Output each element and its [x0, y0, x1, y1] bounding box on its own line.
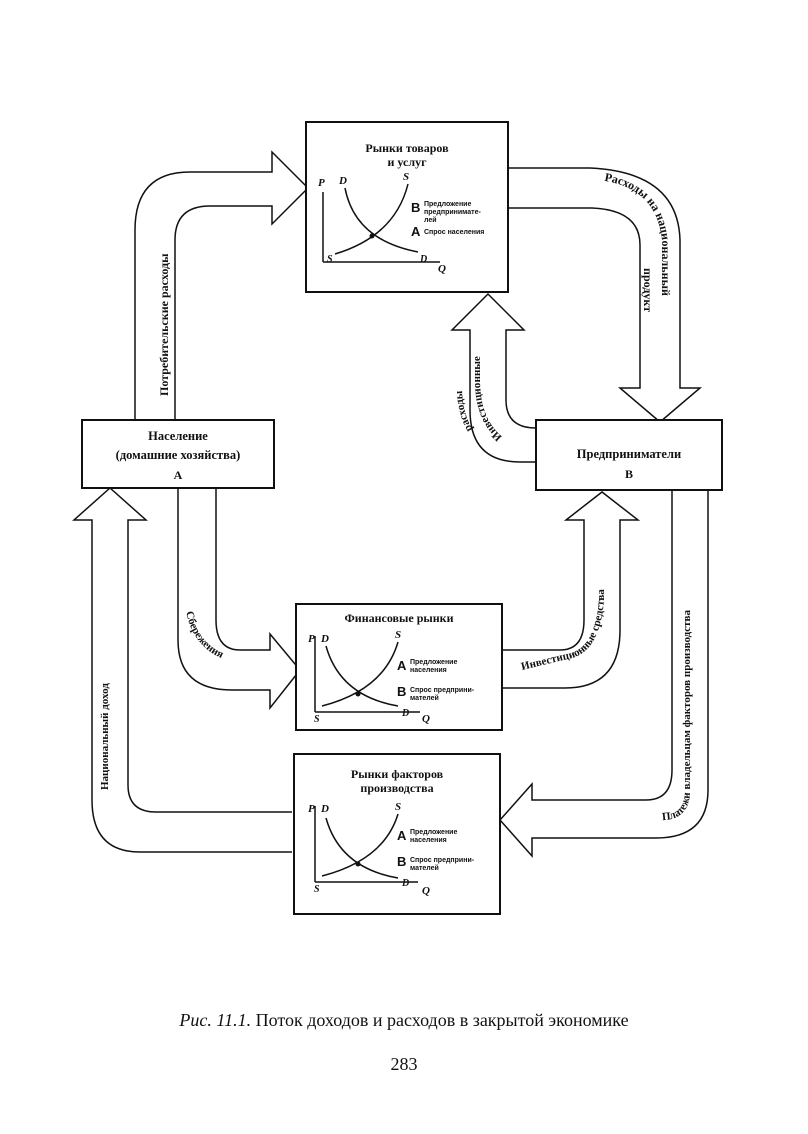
investment-spending-arrow	[450, 292, 537, 463]
consumer-spending-label: Потребительские расходы	[157, 253, 171, 396]
demand-curve	[344, 187, 419, 253]
national-product-spending-arrow	[508, 167, 703, 423]
demand-text-2: мателей	[410, 694, 439, 702]
demand-text-1: Спрос предприни-	[410, 687, 475, 694]
axis-p-label: P	[308, 633, 315, 645]
axis-q-label: Q	[422, 713, 430, 725]
supply-text-2: населения	[410, 667, 447, 674]
demand-label-bottom: D	[419, 254, 427, 265]
factor-market-title-1: Рынки факторов	[351, 767, 444, 781]
national-product-spending-label-2: продукт	[641, 268, 655, 312]
demand-label-top: D	[338, 175, 347, 187]
supply-curve	[334, 183, 409, 255]
firms-box	[535, 419, 723, 491]
financial-market-title: Финансовые рынки	[344, 611, 453, 625]
national-income-label: Национальный доход	[99, 683, 111, 790]
factor-market-box	[293, 753, 501, 915]
letter-b: B	[411, 200, 420, 215]
equilibrium-point	[355, 861, 361, 867]
axis-p-label: P	[318, 177, 325, 189]
supply-curve	[321, 641, 399, 707]
goods-market-title-1: Рынки товаров	[365, 141, 449, 155]
goods-market-title-2: и услуг	[387, 155, 427, 169]
demand-text-2: мателей	[410, 864, 439, 872]
demand-curve	[325, 645, 399, 707]
equilibrium-point	[355, 691, 361, 697]
supply-text-2: предпринимате-	[424, 209, 481, 216]
letter-a: A	[411, 224, 421, 239]
supply-text-3: лей	[424, 216, 437, 224]
equilibrium-point	[369, 233, 375, 239]
investment-funds-arrow	[500, 491, 641, 689]
financial-market-box	[295, 603, 503, 731]
demand-text: Спрос населения	[424, 229, 484, 236]
supply-label-top: S	[395, 801, 401, 813]
axis-q-label: Q	[422, 885, 430, 897]
financial-market-chart: Финансовые рынки P Q D S S D A Предложен…	[308, 611, 475, 725]
goods-market-chart: Рынки товаров и услуг P Q D S S D B Пред…	[318, 141, 484, 275]
demand-label-top: D	[320, 633, 329, 645]
goods-market-box	[305, 121, 509, 293]
households-box	[81, 419, 275, 489]
supply-text-1: Предложение	[410, 659, 457, 666]
supply-text-1: Предложение	[410, 829, 457, 836]
demand-label-bottom: D	[401, 878, 409, 889]
households-title-2: (домашние хозяйства)	[116, 448, 241, 462]
factor-payments-arrow	[498, 490, 709, 858]
figure-caption: Рис. 11.1. Поток доходов и расходов в за…	[0, 1010, 808, 1031]
firms-title: Предприниматели	[577, 447, 681, 461]
letter-b: B	[397, 854, 406, 869]
factor-market-chart: Рынки факторов производства P Q D S S D …	[308, 767, 475, 897]
axis-p-label: P	[308, 803, 315, 815]
households-title-1: Население	[148, 429, 208, 443]
letter-a: A	[397, 828, 407, 843]
supply-label-top: S	[395, 629, 401, 641]
factor-market-title-2: производства	[360, 781, 433, 795]
demand-curve	[325, 817, 399, 879]
demand-label-bottom: D	[401, 708, 409, 719]
figure-number: Рис. 11.1.	[179, 1010, 252, 1030]
supply-label-bottom: S	[314, 714, 320, 725]
page-number: 283	[390, 1054, 418, 1074]
supply-text-2: населения	[410, 837, 447, 844]
consumer-spending-arrow	[134, 150, 310, 420]
supply-text-1: Предложение	[424, 201, 471, 208]
supply-curve	[321, 813, 399, 877]
national-income-arrow	[72, 486, 292, 853]
supply-label-top: S	[403, 171, 409, 183]
figure-caption-text: Поток доходов и расходов в закрытой экон…	[251, 1010, 629, 1030]
firms-letter: B	[625, 467, 633, 481]
savings-arrow	[177, 488, 301, 711]
supply-label-bottom: S	[327, 254, 333, 265]
letter-b: B	[397, 684, 406, 699]
demand-label-top: D	[320, 803, 329, 815]
letter-a: A	[397, 658, 407, 673]
supply-label-bottom: S	[314, 884, 320, 895]
households-letter: A	[174, 468, 183, 482]
axis-q-label: Q	[438, 263, 446, 275]
demand-text-1: Спрос предприни-	[410, 857, 475, 864]
